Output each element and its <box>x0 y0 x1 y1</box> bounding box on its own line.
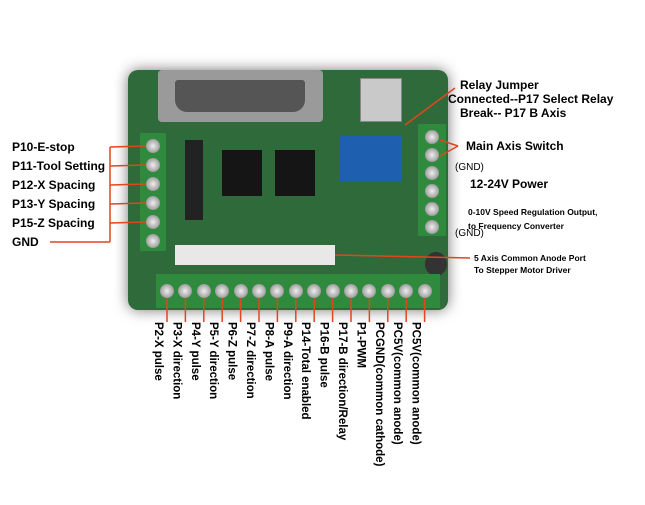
terminal-screw <box>425 184 439 198</box>
optocouplers <box>185 140 203 220</box>
leader-line <box>334 254 471 259</box>
main-axis-switch-label: Main Axis Switch <box>466 139 564 153</box>
bottom-label: P1-PWM <box>354 322 367 368</box>
bottom-label: P6-Z pulse <box>225 322 238 381</box>
ic-chip-1 <box>222 150 262 196</box>
leader-line <box>109 202 147 205</box>
bottom-label: P16-B pulse <box>317 322 330 388</box>
terminal-screw <box>425 220 439 234</box>
bottom-label: P8-A pulse <box>262 322 275 382</box>
bottom-label: PC5V(common anode) <box>409 322 422 445</box>
terminal-screw <box>425 130 439 144</box>
left-label: P15-Z Spacing <box>12 216 95 230</box>
ic-chip-2 <box>275 150 315 196</box>
left-label: P12-X Spacing <box>12 178 96 192</box>
terminal-screw <box>307 284 322 298</box>
terminal-screw <box>233 284 248 298</box>
leader-line <box>109 145 147 148</box>
bottom-label: PCGND(common cathode) <box>372 322 385 467</box>
terminal-screw <box>344 284 358 298</box>
left-label: P13-Y Spacing <box>12 197 96 211</box>
terminal-screw <box>196 284 211 298</box>
terminal-screw <box>146 139 160 153</box>
terminal-screw <box>425 148 439 162</box>
terminal-screw <box>160 284 174 298</box>
terminal-screw <box>146 158 160 172</box>
terminal-screw <box>146 196 160 210</box>
gnd-top-label: (GND) <box>455 162 484 173</box>
left-label: P10-E-stop <box>12 140 75 154</box>
bottom-label: P2-X pulse <box>152 322 164 381</box>
bottom-label: P7-Z direction <box>244 322 256 399</box>
left-label: P11-Tool Setting <box>12 159 106 173</box>
leader-line <box>439 139 459 147</box>
terminal-screw <box>270 284 285 298</box>
bottom-label: PC5V(common anode) <box>391 322 404 445</box>
terminal-screw <box>325 284 340 298</box>
terminal-screw <box>215 284 230 298</box>
terminal-screw <box>417 284 432 298</box>
leader-line <box>439 145 459 157</box>
db25-socket <box>175 80 305 112</box>
gnd-bottom-label: (GND) <box>455 228 484 239</box>
terminal-screw <box>178 284 193 298</box>
bottom-label: P5-Y direction <box>207 322 220 400</box>
bottom-label: P14-Total enabled <box>299 322 312 420</box>
terminal-screw <box>425 166 439 180</box>
leader-line <box>109 221 147 224</box>
bottom-label: P4-Y pulse <box>188 322 201 381</box>
relay <box>340 136 402 182</box>
terminal-screw <box>399 284 414 298</box>
terminal-screw <box>146 234 160 248</box>
bottom-label: P9-A direction <box>280 322 293 400</box>
terminal-screw <box>425 202 439 216</box>
leader-line <box>109 183 147 186</box>
terminal-screw <box>252 284 266 298</box>
terminal-screw <box>288 284 303 298</box>
usb-port <box>360 78 402 122</box>
header-connectors <box>175 245 335 265</box>
bottom-label: P3-X direction <box>170 322 183 400</box>
left-label: GND <box>12 235 39 249</box>
bottom-label: P17-B direction/Relay <box>336 322 348 441</box>
leader-line <box>109 164 147 167</box>
leader-line <box>404 87 456 126</box>
power-label: 12-24V Power <box>470 177 549 191</box>
terminal-screw <box>146 215 160 229</box>
speed-output-label: 0-10V Speed Regulation Output,to Frequen… <box>468 207 598 231</box>
terminal-screw <box>362 284 377 298</box>
terminal-screw <box>146 177 160 191</box>
terminal-screw <box>380 284 395 298</box>
